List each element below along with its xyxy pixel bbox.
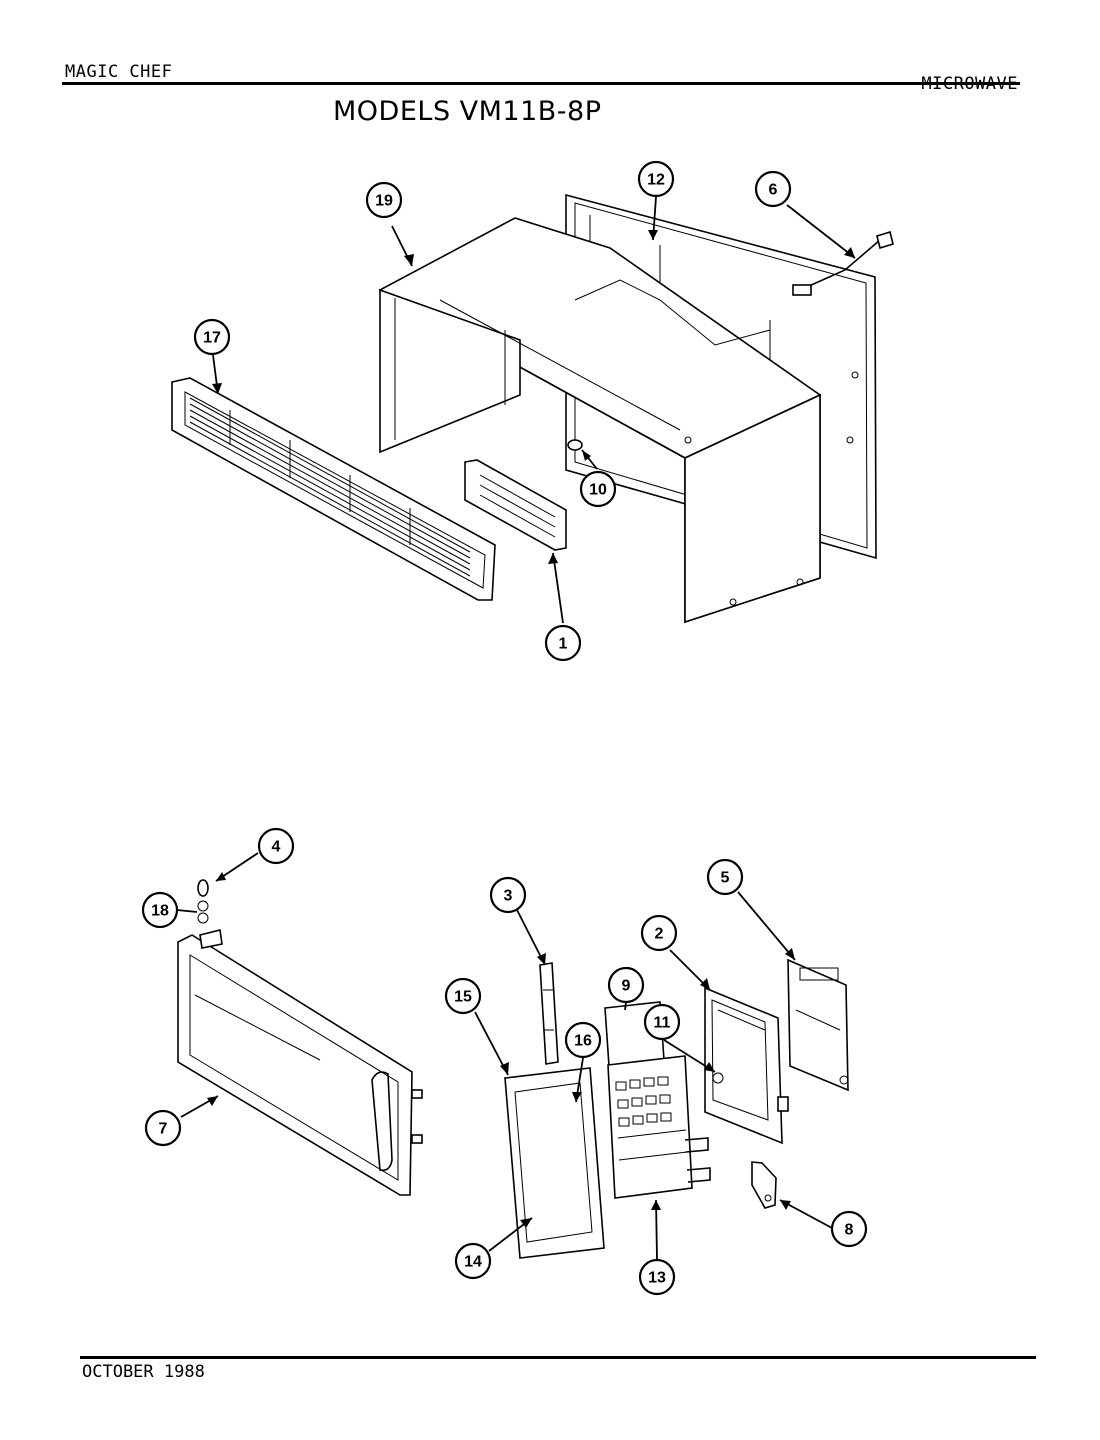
callout-18-label: 18 [151, 903, 169, 920]
callout-19: 19 [365, 181, 403, 219]
leader-lines [176, 196, 856, 1260]
callout-7: 7 [144, 1109, 182, 1147]
callout-11: 11 [643, 1003, 681, 1041]
callout-1-label: 1 [559, 636, 568, 653]
callout-3-label: 3 [504, 888, 513, 905]
callout-10-label: 10 [589, 482, 607, 499]
callout-2-label: 2 [655, 926, 664, 943]
callout-3: 3 [489, 876, 527, 914]
brand-label: MAGIC CHEF [65, 62, 173, 82]
callout-2: 2 [640, 914, 678, 952]
callout-13-label: 13 [648, 1270, 666, 1287]
callout-8: 8 [830, 1210, 868, 1248]
callout-10: 10 [579, 470, 617, 508]
callout-16-label: 16 [574, 1033, 592, 1050]
footer-date: OCTOBER 1988 [82, 1362, 205, 1382]
callout-6-label: 6 [769, 182, 778, 199]
callout-19-label: 19 [375, 193, 393, 210]
callout-18: 18 [141, 891, 179, 929]
control-board-part-2 [704, 986, 789, 1145]
callout-7-label: 7 [159, 1121, 168, 1138]
circuit-board-part-5 [787, 958, 849, 1092]
strip-part-3 [539, 962, 559, 1065]
callout-11-label: 11 [654, 1015, 671, 1032]
callout-12: 12 [637, 160, 675, 198]
callout-6: 6 [754, 170, 792, 208]
fastener-part-10 [567, 439, 583, 451]
callout-9: 9 [607, 966, 645, 1004]
callout-16: 16 [564, 1021, 602, 1059]
callout-12-label: 12 [647, 172, 665, 189]
callout-15: 15 [444, 977, 482, 1015]
callout-14-label: 14 [464, 1254, 482, 1271]
power-cord-part-6 [792, 230, 894, 296]
callout-13: 13 [638, 1258, 676, 1296]
page-title: MODELS VM11B-8P [333, 96, 602, 127]
callout-8-label: 8 [845, 1222, 854, 1239]
door-part-7 [177, 929, 423, 1196]
callout-5: 5 [706, 858, 744, 896]
latch-parts [197, 879, 209, 924]
callout-1: 1 [544, 624, 582, 662]
callout-17: 17 [193, 318, 231, 356]
keypad-part-13 [607, 1055, 711, 1199]
callout-14: 14 [454, 1242, 492, 1280]
footer-rule [80, 1356, 1036, 1359]
header-rule [62, 82, 1020, 85]
callout-5-label: 5 [721, 870, 730, 887]
callout-17-label: 17 [203, 330, 221, 347]
hinge-part-8 [751, 1161, 777, 1209]
callout-4: 4 [257, 827, 295, 865]
callout-9-label: 9 [622, 978, 631, 995]
frame-parts-14-15-16 [504, 1067, 605, 1259]
callout-15-label: 15 [454, 989, 472, 1006]
front-grille-part-17 [171, 377, 496, 601]
outer-cabinet-part-19 [378, 217, 822, 624]
callout-4-label: 4 [272, 839, 281, 856]
bracket-part-1 [464, 459, 567, 551]
